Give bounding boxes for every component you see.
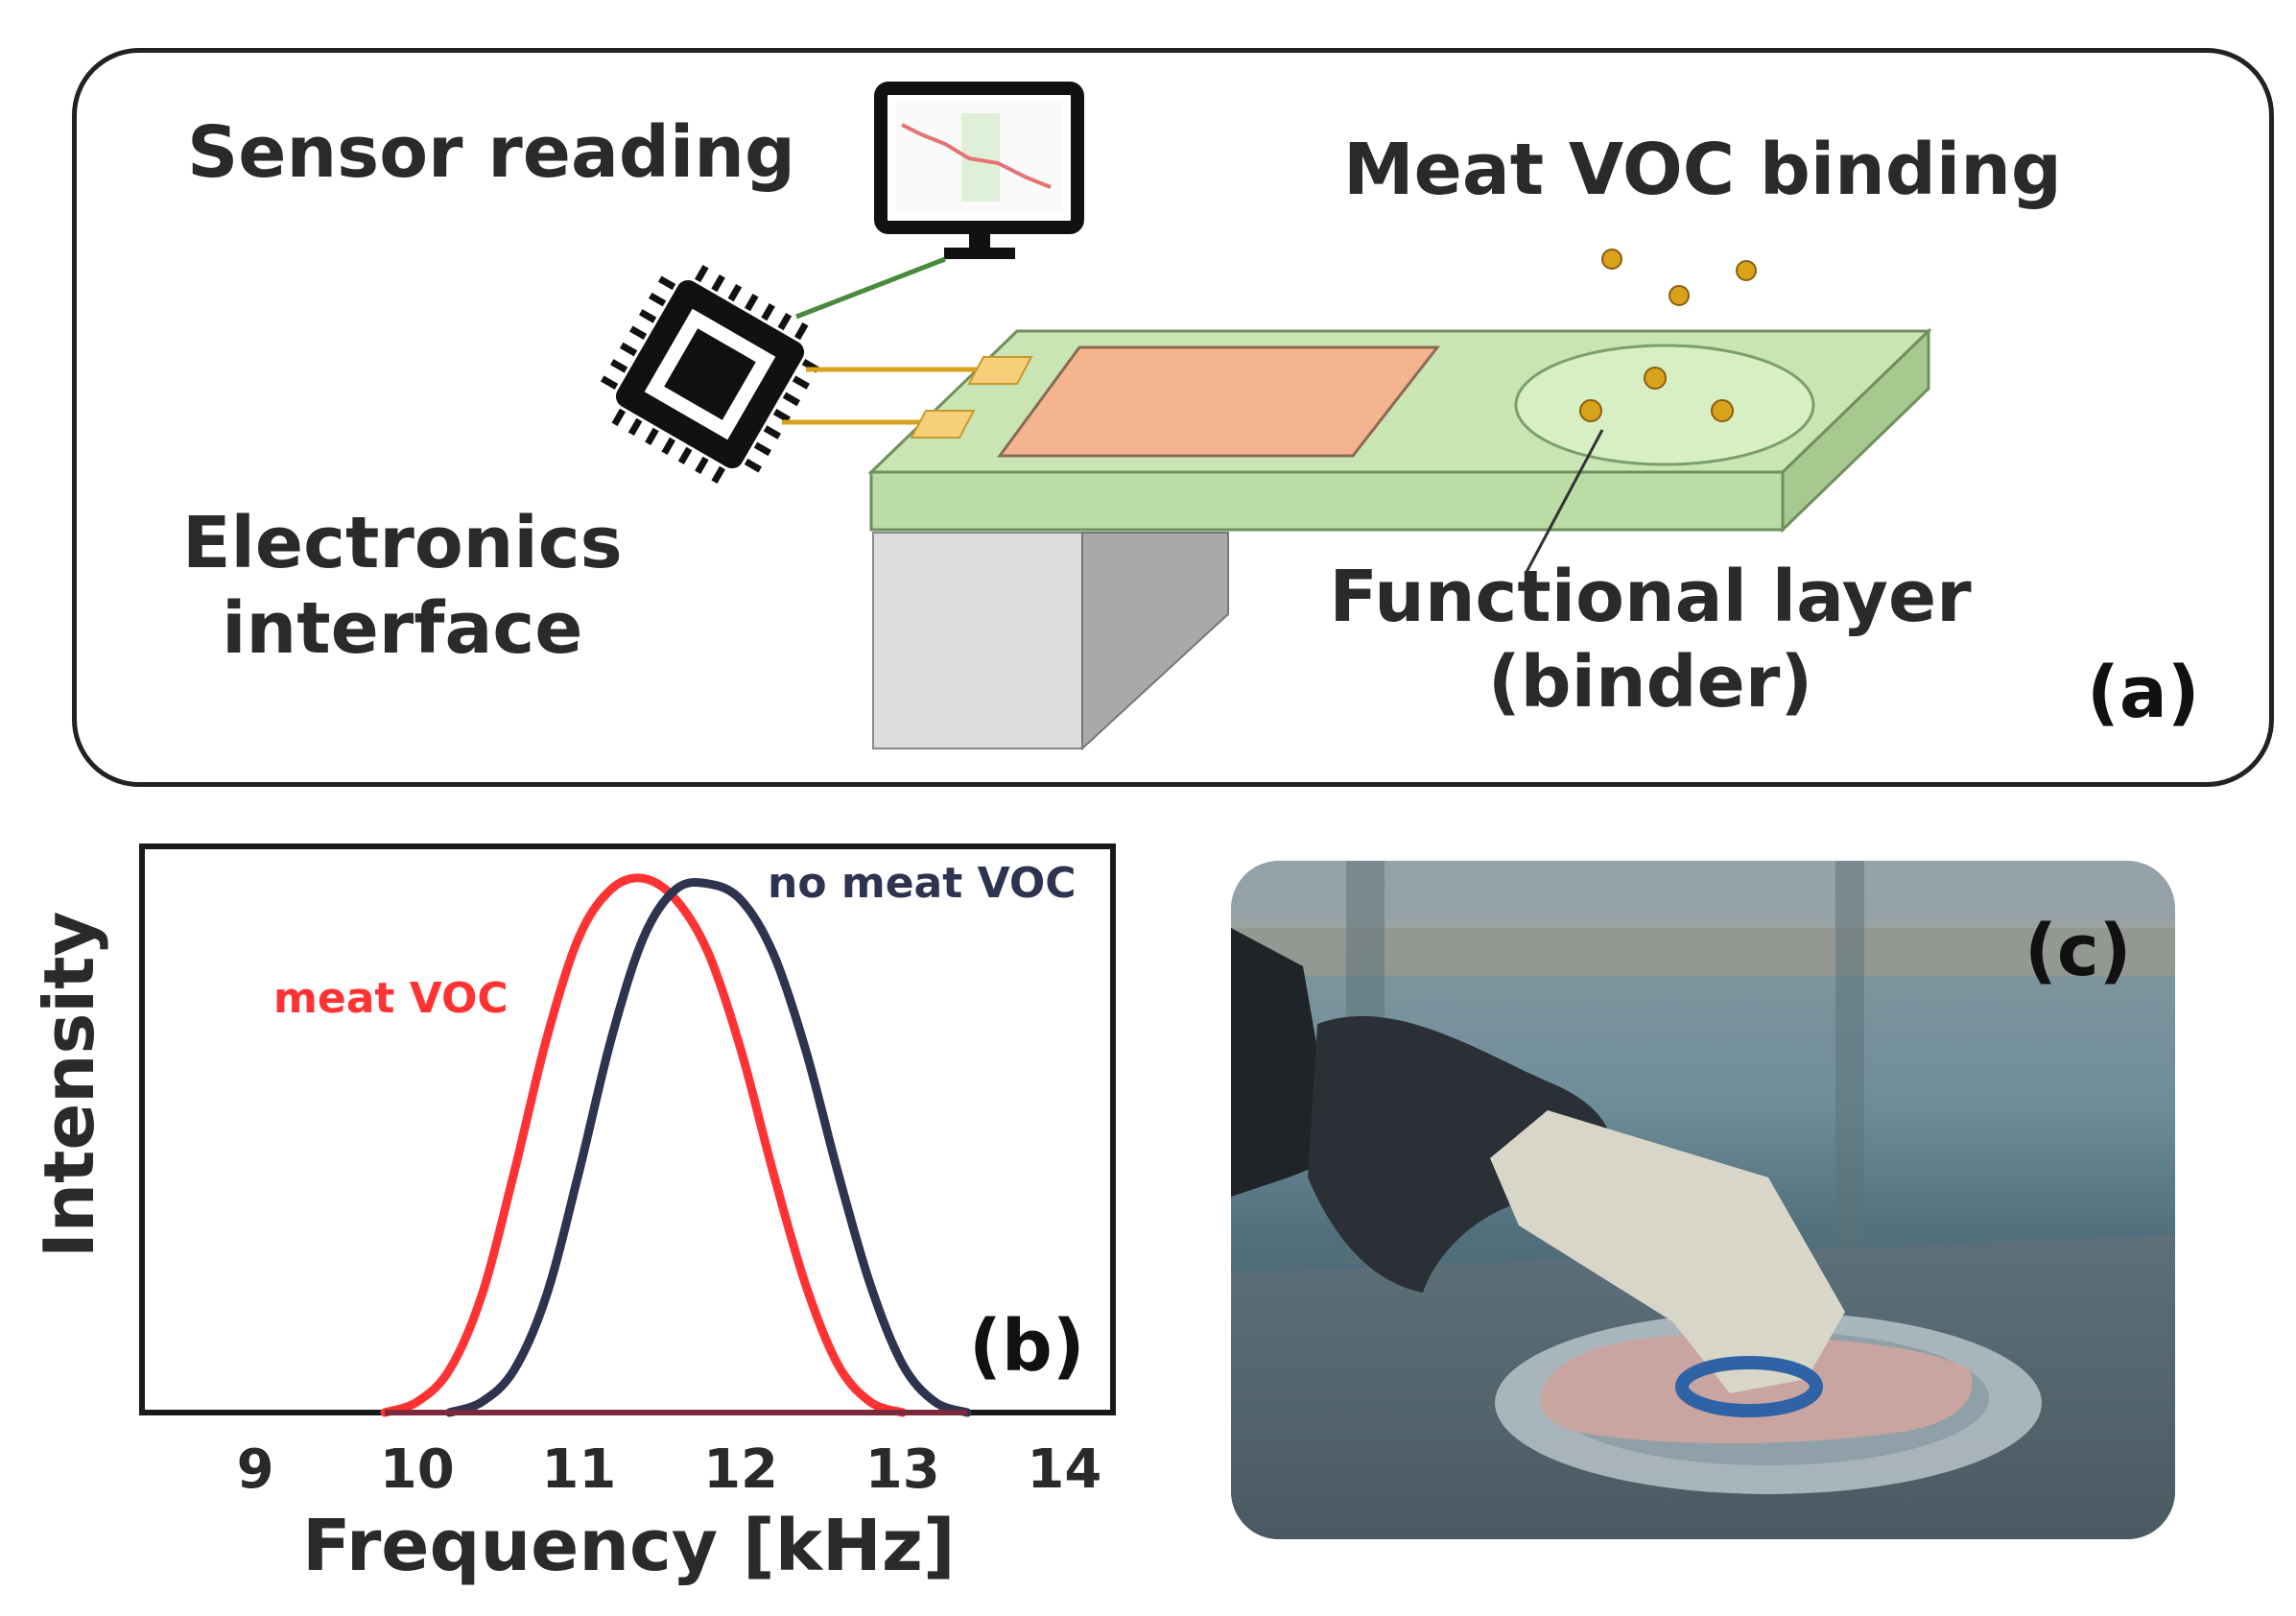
series-line-meat-voc <box>380 873 908 1417</box>
electronics-label-line2: interface <box>222 586 583 670</box>
functional-label-line2: (binder) <box>1487 640 1813 724</box>
panel-c-tag: (c) <box>2024 910 2132 992</box>
electrode-pad <box>997 345 1441 458</box>
frequency-chart: 9 10 11 12 13 14 meat VOC no meat VOC <box>139 844 1116 1501</box>
x-tick-label: 13 <box>865 1438 940 1501</box>
electronics-label-line1: Electronics <box>182 502 623 584</box>
x-tick-label: 14 <box>1027 1438 1101 1501</box>
y-axis-label: Intensity <box>29 911 109 1258</box>
contact-wires <box>782 367 1003 425</box>
x-tick-label: 10 <box>380 1438 455 1501</box>
x-tick-label: 11 <box>541 1438 616 1501</box>
legend-no-meat-voc: no meat VOC <box>768 859 1077 908</box>
plot-frame <box>139 844 1116 1415</box>
functional-layer-leader <box>1524 429 1604 575</box>
photo-illustration <box>1231 861 2175 1539</box>
monitor-icon <box>874 82 1084 259</box>
panel-a-frame <box>72 48 2274 787</box>
x-tick-label: 9 <box>237 1438 274 1501</box>
support-block <box>872 532 1229 751</box>
voc-binding-label: Meat VOC binding <box>1343 129 2062 211</box>
panel-b-tag: (b) <box>969 1305 1085 1388</box>
functional-layer-label: Functional layer (binder) <box>1286 555 2015 725</box>
x-axis-label: Frequency [kHz] <box>302 1505 956 1587</box>
sensor-scheme <box>600 82 1932 751</box>
functional-layer <box>1514 344 1815 466</box>
panel-a-tag: (a) <box>2087 652 2200 734</box>
voc-molecule-icons <box>1579 249 1757 422</box>
x-tick-label: 12 <box>703 1438 778 1501</box>
data-wire <box>795 256 946 320</box>
sensor-reading-label: Sensor reading <box>187 111 795 194</box>
contact-pad <box>967 356 1033 385</box>
device-photo <box>1231 861 2175 1539</box>
functional-label-line1: Functional layer <box>1329 556 1972 638</box>
legend-meat-voc: meat VOC <box>273 974 509 1023</box>
electronics-interface-label: Electronics interface <box>182 501 623 672</box>
chip-icon <box>600 264 820 485</box>
contact-pad <box>910 410 976 439</box>
series-line-no-meat-voc <box>444 877 972 1417</box>
